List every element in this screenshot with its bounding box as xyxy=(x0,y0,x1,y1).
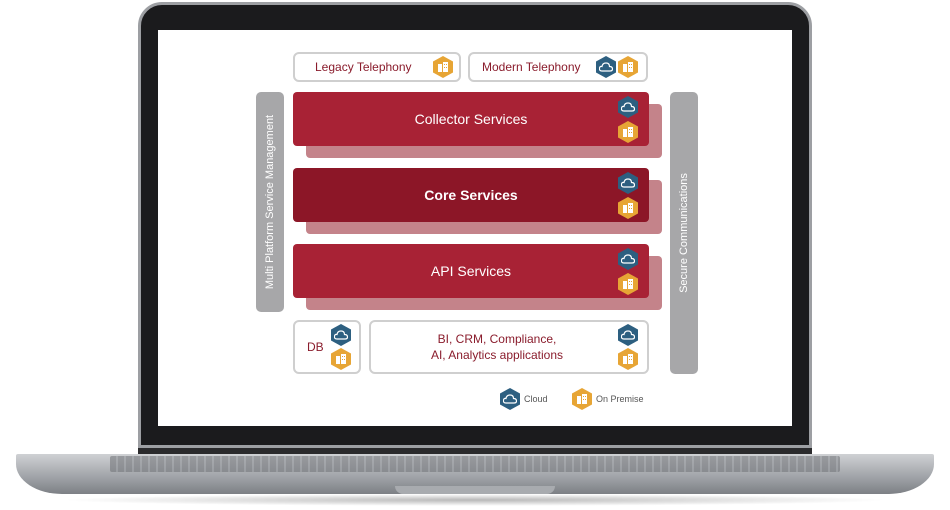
cloud-icon xyxy=(618,324,638,346)
core-services-label: Core Services xyxy=(424,187,518,203)
modern-telephony-label: Modern Telephony xyxy=(482,60,581,74)
on-premise-icon xyxy=(618,197,638,219)
laptop-shadow xyxy=(60,494,890,506)
cloud-icon xyxy=(596,56,616,78)
service-management-label: Multi Platform Service Management xyxy=(264,114,277,290)
laptop-screen: Legacy Telephony Modern Telephony Multi … xyxy=(158,30,792,426)
cloud-icon xyxy=(331,324,351,346)
on-premise-icon xyxy=(433,56,453,78)
cloud-icon xyxy=(618,96,638,118)
on-premise-icon xyxy=(618,348,638,370)
db-box: DB xyxy=(293,320,361,374)
applications-box: BI, CRM, Compliance, AI, Analytics appli… xyxy=(369,320,649,374)
api-services-label: API Services xyxy=(430,263,512,279)
on-premise-icon xyxy=(618,121,638,143)
applications-line1: BI, CRM, Compliance, xyxy=(437,332,557,346)
api-services-layer: API Services xyxy=(293,244,649,298)
laptop-bezel xyxy=(138,448,812,454)
secure-communications-bar: Secure Communications xyxy=(670,92,698,374)
on-premise-icon xyxy=(618,56,638,78)
legacy-telephony-label: Legacy Telephony xyxy=(315,60,412,74)
legend-cloud-icon xyxy=(500,388,520,410)
on-premise-icon xyxy=(618,273,638,295)
core-services-layer: Core Services xyxy=(293,168,649,222)
legend-cloud-label: Cloud xyxy=(524,394,548,404)
modern-telephony-box: Modern Telephony xyxy=(468,52,648,82)
legend-on-premise-label: On Premise xyxy=(596,394,644,404)
laptop-keyboard xyxy=(110,456,840,472)
cloud-icon xyxy=(618,172,638,194)
collector-services-label: Collector Services xyxy=(414,111,528,127)
collector-services-layer: Collector Services xyxy=(293,92,649,146)
db-label: DB xyxy=(307,340,324,354)
service-management-bar: Multi Platform Service Management xyxy=(256,92,284,312)
cloud-icon xyxy=(618,248,638,270)
legend-on-premise-icon xyxy=(572,388,592,410)
secure-communications-label: Secure Communications xyxy=(678,173,690,293)
on-premise-icon xyxy=(331,348,351,370)
laptop-opening-notch xyxy=(395,486,555,494)
applications-line2: AI, Analytics applications xyxy=(430,348,564,362)
